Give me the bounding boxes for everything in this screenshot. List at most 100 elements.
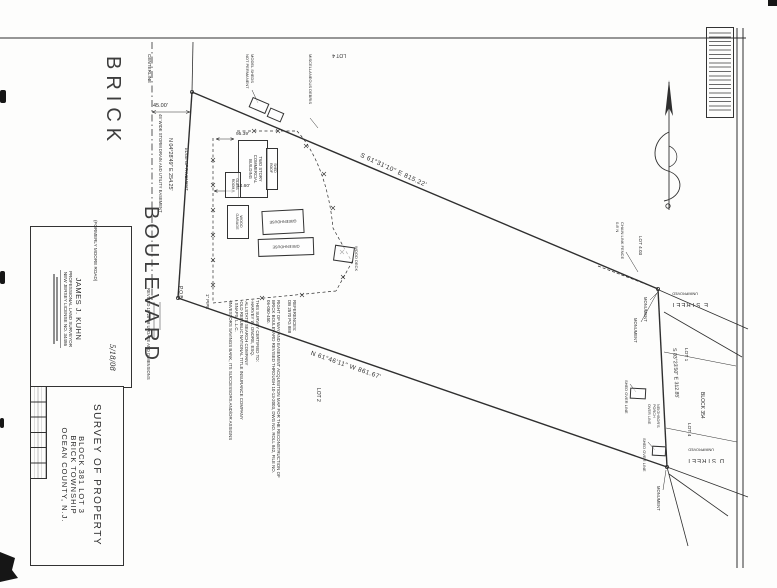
references-notes: REFERENCES: DB 2570 PG 888 RIGHT OF WAY …: [228, 300, 297, 556]
shed-roof-line2: ROOF: [269, 163, 274, 173]
boundary-south: [177, 297, 668, 468]
note-line: -OLD REPUBLIC NATIONAL TITLE INSURANCE C…: [239, 300, 245, 420]
wood-garage-structure: [227, 205, 249, 239]
e-street-unimproved: UNIMPROVED: [672, 291, 698, 296]
model-sheds-line1: MODEL SHEDS: [250, 54, 255, 83]
surveyor-block: [30, 226, 132, 388]
leader-lines: [251, 89, 667, 491]
greenhouse-2-label: GREENHOUSE: [272, 243, 300, 249]
porch-note-line1: NEIGHBOR'S: [656, 404, 660, 428]
surveyor-license: NEW JERSEY LICENSE NO. 34486: [63, 271, 69, 347]
corner-marker-ne: [656, 286, 661, 291]
shed-over-line-2: SHED OVER LINE: [642, 438, 647, 472]
surveyor-address-illegible: [56, 277, 59, 341]
boundary-east: [657, 288, 668, 468]
e-street-lines: [658, 289, 749, 358]
illegible-marker-notes: [153, 302, 161, 338]
note-line: THIS SURVEY CERTIFIED TO:: [254, 300, 260, 362]
title-block-text: SURVEY OF PROPERTY BLOCK 381 LOT 3 BRICK…: [60, 396, 102, 554]
lot403-label: LOT 4.03: [638, 236, 643, 256]
shed-roof-structure: [266, 148, 278, 190]
surveyor-identity: JAMES J. KUHN PROFESSIONAL LAND SURVEYOR…: [52, 238, 83, 380]
title-block-county: OCEAN COUNTY, N.J.: [60, 427, 70, 523]
corner-marker-se: [665, 464, 670, 469]
road-name-word2: BOULEVARD: [140, 206, 162, 364]
d-street-unimproved: UNIMPROVED: [688, 447, 714, 452]
shed-roof-label: SHED ROOF: [268, 152, 277, 184]
corner-marker-sw: [175, 295, 180, 300]
revision-table: [31, 387, 47, 479]
note-line: 06-050-450.: [265, 300, 271, 324]
title-block-lot: BLOCK 381 LOT 3: [77, 436, 87, 514]
road-name-word1: BRICK: [102, 56, 124, 148]
note-line: RIGHT OF WAY AND EASEMENT ACQUISITION MA…: [276, 300, 282, 478]
road-bearing: N 04°28'49" E 254.25': [167, 138, 173, 191]
neighbor-shed-1: [629, 387, 647, 400]
surveyor-title: PROFESSIONAL LAND SURVEYOR: [68, 270, 74, 348]
chain-link-fence-ne: [597, 265, 657, 289]
chain-link-fence-note: CHAIN LINK FENCE 0.8' N: [615, 222, 625, 266]
note-line: REFERENCES:: [292, 300, 297, 332]
lot4-top-label: LOT 4: [332, 51, 346, 58]
signature-date: 5/18/08: [108, 344, 116, 371]
note-line: DB 2570 PG 888: [286, 300, 292, 334]
d-street-label: D STREET: [686, 456, 724, 463]
d-street-lines: [666, 466, 749, 547]
glass-room-structure: [225, 172, 241, 198]
wood-garage-line2: GARAGE: [234, 213, 239, 230]
surveyor-name: JAMES J. KUHN: [74, 277, 83, 341]
debris-note: MISCELLANEOUS DEBRIS: [308, 54, 313, 105]
wood-deck-label: WOOD DECK: [354, 246, 359, 272]
note-line: - SNAPS, L.L.C.: [233, 300, 239, 332]
yard-fence: [212, 130, 353, 304]
wood-garage-label: WOOD GARAGE: [234, 208, 243, 235]
greenhouse-1-label: GREENHOUSE: [269, 218, 297, 225]
shed-over-line-1: SHED OVER LINE: [624, 380, 629, 414]
dim-1460-label: 14.60': [237, 184, 250, 189]
glass-room-line2: ROOM: [231, 178, 236, 190]
greenhouse-1: GREENHOUSE: [261, 208, 305, 236]
lot1-label: LOT 1: [683, 348, 688, 362]
surveyor-address-illegible: [53, 274, 55, 344]
boundary-north: [191, 91, 659, 290]
porch-note-line2: PORCH: [651, 404, 656, 418]
wood-garage-line1: WOOD: [239, 215, 243, 228]
dim-45: [151, 110, 191, 114]
monument-label-se: MONUMENT: [656, 486, 661, 511]
lot4-block354-label: LOT 4: [686, 423, 691, 437]
title-block-township: BRICK TOWNSHIP: [68, 435, 78, 515]
lot2-label: LOT 2: [315, 388, 321, 402]
dim-9539: [215, 137, 235, 141]
porch-note-line3: OVER LINE: [647, 404, 652, 425]
road-offset-dim: 45.00': [153, 103, 168, 109]
note-line: -INVESTORS SAVINGS BANK, ITS SUCCESSORS …: [228, 300, 234, 441]
note-line: [281, 300, 286, 556]
lot-division-lines: [663, 351, 738, 443]
edge-of-pavement-label: EDGE OF PAVEMENT: [184, 148, 189, 191]
model-sheds-line2: NOT PERMANENT: [245, 54, 251, 89]
corner-marker-nw: [189, 90, 194, 95]
model-sheds-note: MODEL SHEDS NOT PERMANENT: [245, 54, 255, 98]
note-line: BRICK BOULEVARD REVISED THROUGH 10-13-20…: [270, 300, 276, 473]
centerline-label: CENTERLINE: [147, 54, 152, 84]
easement-note: 45' WIDE STORM DRAIN AND UTILITY EASEMEN…: [158, 114, 163, 213]
note-line: [260, 300, 265, 556]
north-arrow-icon: [654, 80, 681, 210]
monument-label-ne1: MONUMENT: [643, 297, 648, 322]
fence-note-line1: CHAIN LINK FENCE: [620, 222, 625, 260]
block354-label: BLOCK 354: [699, 392, 705, 419]
note-line: -HARVEY W. ONORE, ESQ.: [249, 300, 255, 356]
drawing-title: SURVEY OF PROPERTY: [91, 403, 102, 547]
dim-9539-label: 95.39': [236, 132, 249, 137]
pob-label: P.O.B.: [177, 286, 183, 301]
note-line: -ALLSTATE SEARCH COMPANY: [244, 300, 250, 366]
recording-stamp: [706, 27, 734, 118]
dim-1460: [213, 189, 236, 193]
surveyor-address-illegible: [59, 270, 62, 348]
road-frontage-line: [177, 91, 193, 299]
wood-deck-structure: [332, 244, 356, 264]
neighbor-porch-note: NEIGHBOR'S PORCH OVER LINE: [647, 404, 660, 446]
sheet-border-right: [736, 28, 744, 568]
